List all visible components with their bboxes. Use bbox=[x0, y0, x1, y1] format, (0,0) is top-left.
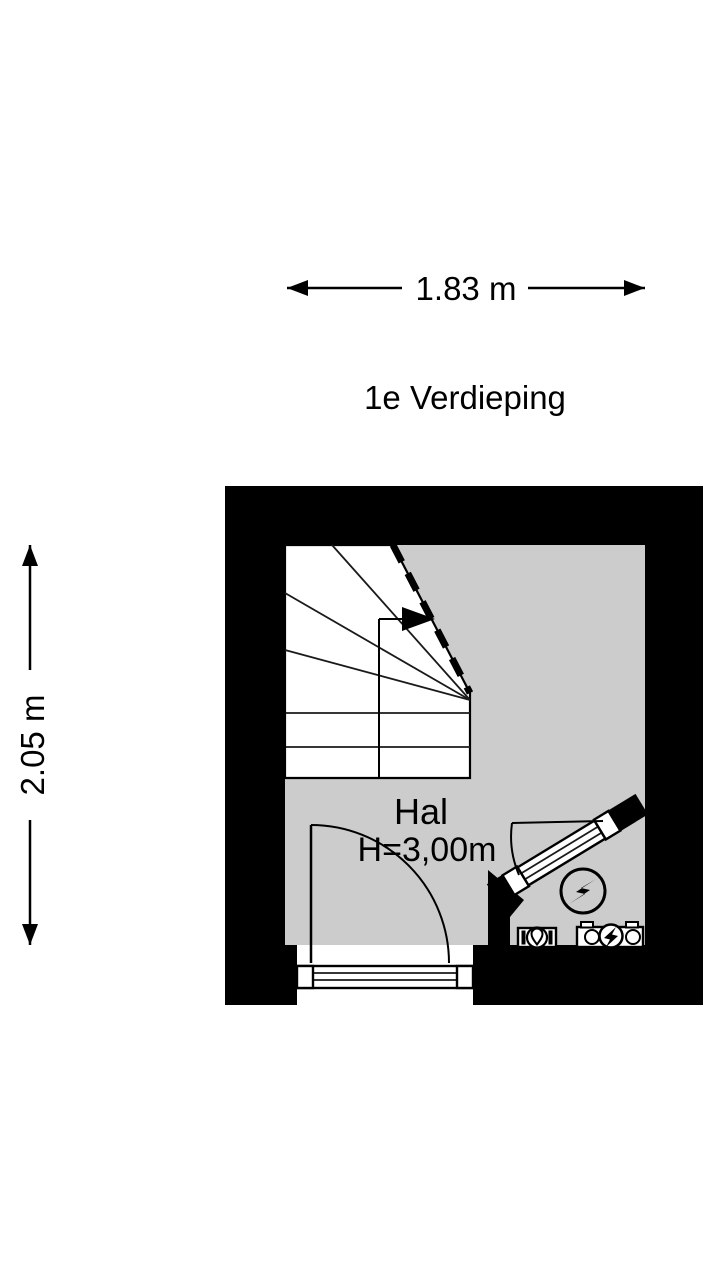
room-name-label: Hal bbox=[394, 791, 448, 832]
left-dimension: 2.05 m bbox=[14, 545, 51, 945]
stair-tread-line bbox=[284, 592, 471, 701]
arrow-down-icon bbox=[22, 924, 38, 945]
fuse-box-icon bbox=[575, 921, 645, 949]
width-dimension-label: 1.83 m bbox=[416, 270, 517, 307]
fuse-box-tab bbox=[580, 921, 594, 929]
door-post bbox=[592, 809, 623, 842]
light-box-bar bbox=[521, 930, 526, 945]
staircase bbox=[283, 543, 474, 780]
lamp-droplet bbox=[530, 927, 544, 947]
top-dimension: 1.83 m bbox=[287, 270, 645, 307]
wall-stub bbox=[486, 873, 517, 905]
arrow-right-icon bbox=[624, 280, 645, 296]
door-threshold bbox=[295, 964, 475, 990]
fuse-box-tab bbox=[625, 921, 639, 929]
stair-tread-line bbox=[331, 544, 471, 701]
stair-headroom-dashed-line bbox=[389, 543, 474, 695]
closet-door bbox=[486, 793, 648, 905]
light-point-icon bbox=[516, 926, 558, 949]
stairs-up-arrow-icon bbox=[402, 607, 435, 631]
stair-area bbox=[283, 543, 472, 780]
entry-door bbox=[295, 824, 475, 990]
light-box-bar bbox=[548, 930, 553, 945]
fuse-circle bbox=[584, 929, 600, 945]
door-swing-arc bbox=[310, 824, 450, 964]
ceiling-height-label: H=3,00m bbox=[358, 831, 497, 869]
arrow-left-icon bbox=[287, 280, 308, 296]
door-panel-line bbox=[520, 825, 599, 875]
lightning-bolt-icon bbox=[604, 927, 618, 947]
electric-meter-icon bbox=[559, 867, 607, 915]
fuse-circle bbox=[625, 929, 641, 945]
stair-tread-line bbox=[284, 649, 471, 701]
door-leaf bbox=[511, 820, 604, 824]
door-post bbox=[295, 964, 315, 990]
arrow-up-icon bbox=[22, 545, 38, 566]
height-dimension-label: 2.05 m bbox=[14, 695, 51, 796]
door-panel-line bbox=[524, 831, 603, 881]
floor-title: 1e Verdieping bbox=[364, 379, 566, 416]
lightning-bolt-icon bbox=[569, 879, 596, 904]
door-post bbox=[455, 964, 475, 990]
door-swing-arc bbox=[510, 822, 520, 876]
door-post bbox=[500, 864, 531, 897]
